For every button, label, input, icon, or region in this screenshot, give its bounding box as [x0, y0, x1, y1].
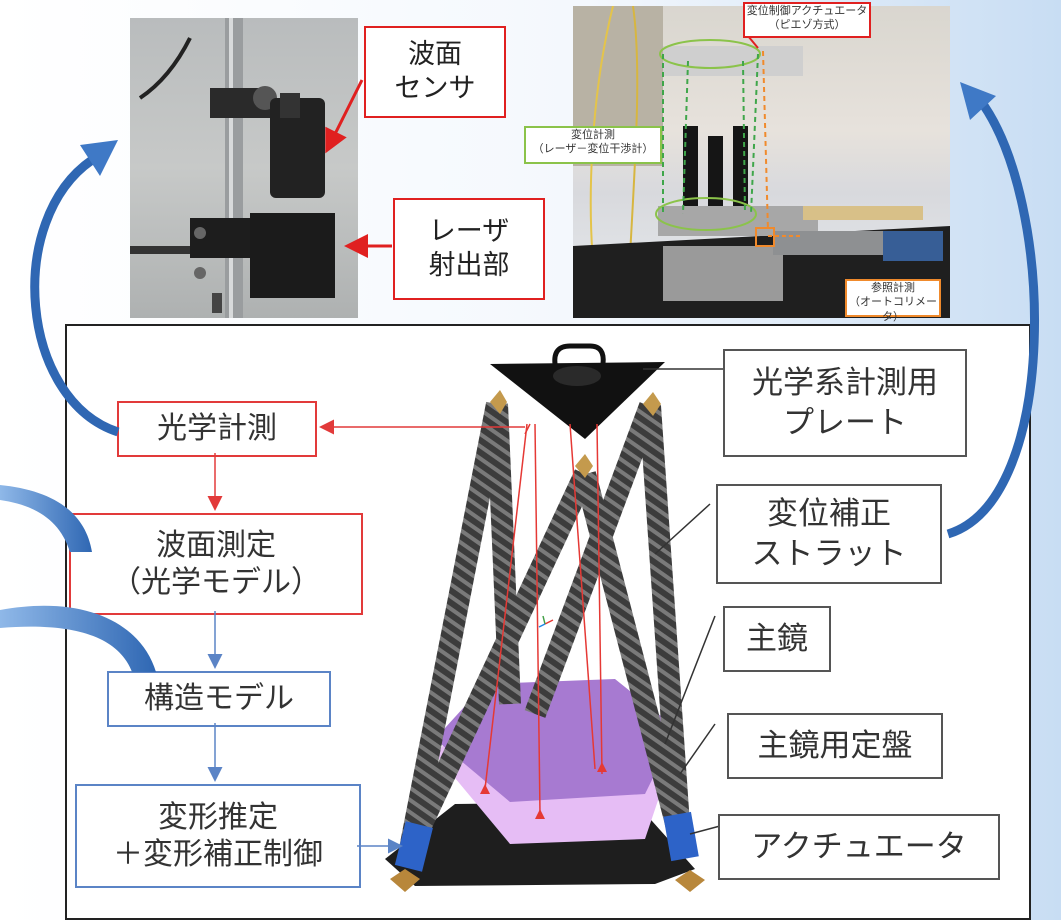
callout-primary-mirror: 主鏡	[723, 606, 831, 672]
actuator-tag: 変位制御アクチュエータ （ピエゾ方式）	[743, 2, 871, 38]
displacement-tag: 変位計測 （レーザ－変位干渉計）	[524, 126, 662, 164]
flow-structural-model: 構造モデル	[107, 671, 331, 727]
flow-deformation-estimation: 変形推定 ＋変形補正制御	[75, 784, 361, 888]
measurement-plate	[490, 362, 665, 439]
primary-mirror-surface	[435, 679, 677, 802]
flow-wavefront-measurement: 波面測定 （光学モデル）	[69, 513, 363, 615]
setup-annotation-overlay	[655, 35, 803, 247]
callout-correction-strut: 変位補正 ストラット	[716, 484, 942, 584]
wavefront-rig-illustration	[130, 18, 335, 318]
callout-actuator: アクチュエータ	[718, 814, 1000, 880]
callout-optical-plate: 光学系計測用 プレート	[723, 349, 967, 457]
wavefront-rig-photo	[130, 18, 358, 318]
laser-emitter-label: レーザ 射出部	[393, 198, 545, 300]
reference-tag: 参照計測 （オートコリメータ）	[845, 279, 941, 323]
flow-optical-measurement: 光学計測	[117, 401, 317, 457]
callout-mirror-base: 主鏡用定盤	[727, 713, 943, 779]
telescope-structure-illustration	[385, 343, 723, 892]
wavefront-sensor-label: 波面 センサ	[364, 26, 506, 118]
